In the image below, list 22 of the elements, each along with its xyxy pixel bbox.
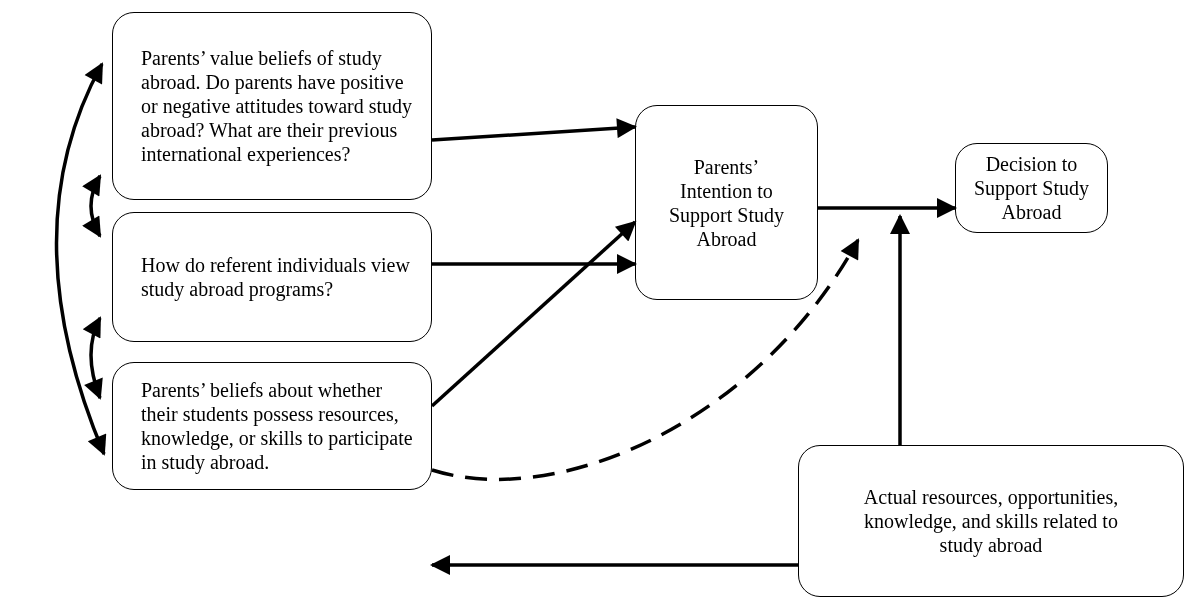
box-text: Actual resources, opportunities, knowledge, and skills related to study abroad — [863, 485, 1119, 557]
rounded-box — [112, 362, 432, 490]
box-text: How do referent individuals view study abroad programs? — [141, 253, 411, 301]
arrow — [83, 316, 104, 400]
rounded-box — [955, 143, 1108, 233]
box-text: Parents’ beliefs about whether their students possess resources, knowledge, or skills to participate in study abroad. — [141, 378, 414, 474]
box-text: Parents’ value beliefs of study abroad. Do parents have positive or negative attitudes toward study abroad? What are their previous international experiences? — [141, 46, 414, 166]
box-text: Decision to Support Study Abroad — [973, 152, 1090, 224]
arrow — [890, 214, 910, 445]
rounded-box — [112, 212, 432, 342]
box-text: Parents’ Intention to Support Study Abroad — [668, 154, 785, 251]
rounded-box — [635, 105, 818, 300]
arrow — [430, 220, 637, 408]
arrow — [82, 174, 102, 238]
rounded-box — [112, 12, 432, 200]
rounded-box — [798, 445, 1184, 597]
arrow — [431, 118, 637, 142]
arrow — [432, 254, 637, 274]
arrow — [430, 555, 798, 575]
arrow — [54, 62, 107, 456]
arrow — [818, 198, 957, 218]
arrow — [431, 238, 860, 482]
